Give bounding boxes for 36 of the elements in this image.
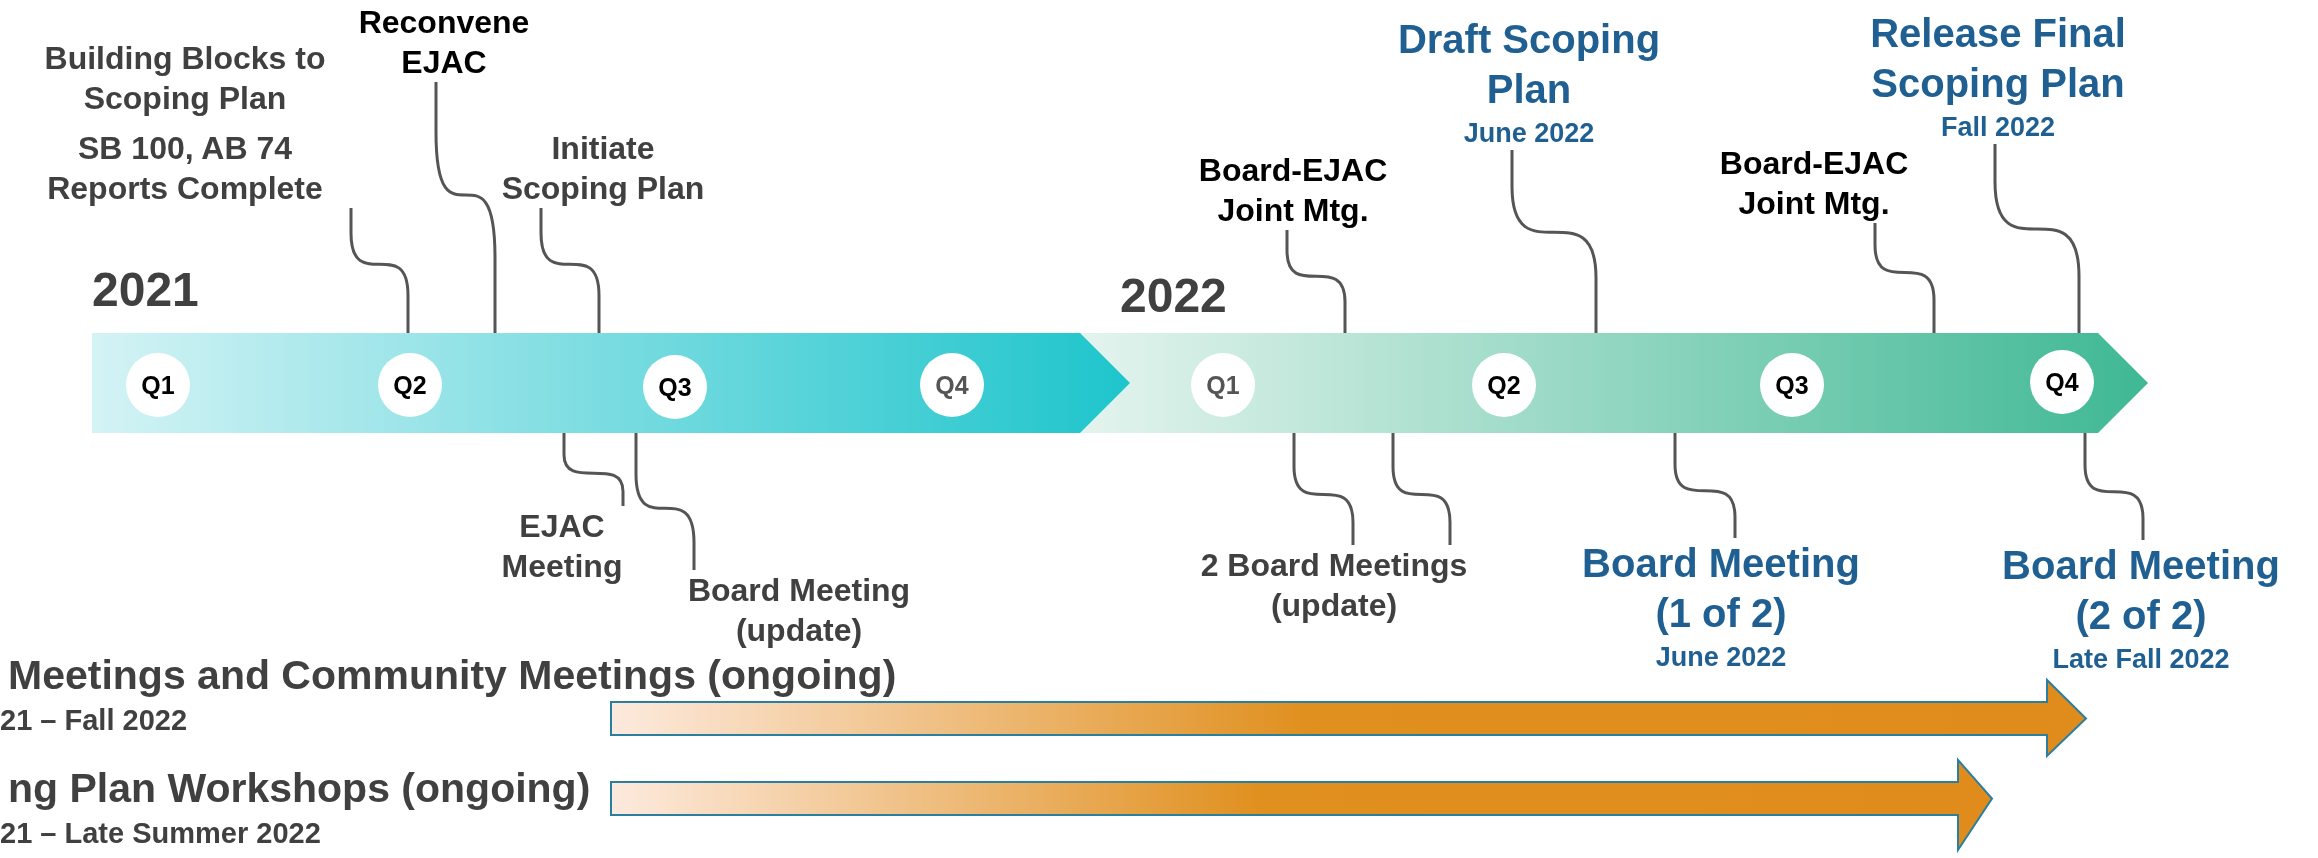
leader-line	[562, 433, 625, 506]
leader-line	[1673, 433, 1737, 538]
leader-line	[349, 208, 410, 333]
milestone-label: Board-EJAC Joint Mtg.	[1718, 144, 1910, 223]
leader-line	[1993, 144, 2081, 333]
year-label: 2021	[92, 262, 199, 318]
milestone-label: Board Meeting (update)	[686, 571, 912, 650]
milestone-label: Board-EJAC Joint Mtg.	[1197, 151, 1389, 230]
activity-label: ng Plan Workshops (ongoing)	[8, 765, 591, 811]
milestone-note: SB 100, AB 74 Reports Complete	[46, 129, 324, 208]
leader-line	[539, 208, 601, 333]
leader-line	[1510, 150, 1598, 333]
milestone-label: Board Meeting (2 of 2)	[2001, 542, 2281, 639]
date-label: June 2022	[1462, 117, 1596, 150]
milestone-label: Board Meeting (1 of 2)	[1581, 540, 1861, 637]
leader-line	[1285, 230, 1347, 333]
leader-line	[634, 433, 696, 570]
leader-line	[1292, 433, 1355, 545]
milestone-label: Release Final Scoping Plan	[1869, 10, 2127, 107]
leader-line	[1873, 223, 1936, 333]
leader-line	[434, 82, 497, 333]
milestone-label: EJAC Meeting	[500, 507, 624, 586]
milestone-label: Building Blocks to Scoping Plan	[43, 39, 327, 118]
date-label: 21 – Fall 2022	[0, 703, 188, 737]
leader-line	[1391, 433, 1452, 545]
date-label: Late Fall 2022	[2051, 643, 2231, 676]
date-label: Fall 2022	[1939, 111, 2057, 144]
milestone-label: Draft Scoping Plan	[1396, 16, 1662, 113]
activity-label: Meetings and Community Meetings (ongoing)	[8, 652, 897, 698]
milestone-label: Reconvene EJAC	[357, 3, 531, 82]
date-label: June 2022	[1654, 641, 1788, 674]
year-label: 2022	[1120, 268, 1227, 324]
milestone-label: 2 Board Meetings (update)	[1199, 546, 1469, 625]
date-label: 21 – Late Summer 2022	[0, 816, 321, 850]
milestone-label: Initiate Scoping Plan	[500, 129, 706, 208]
leader-line	[2083, 433, 2145, 540]
